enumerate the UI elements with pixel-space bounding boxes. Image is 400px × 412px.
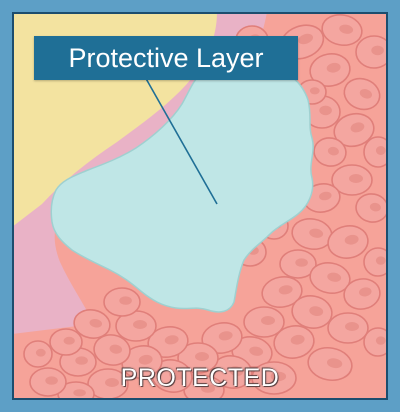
cell-nucleus — [295, 258, 308, 266]
cell-nucleus — [133, 320, 147, 329]
cell-nucleus — [376, 256, 386, 264]
tissue-cell — [364, 248, 388, 276]
cell-nucleus — [345, 322, 359, 331]
tissue-cell — [364, 328, 388, 356]
cell-nucleus — [195, 352, 209, 361]
tissue-cell — [50, 329, 82, 355]
tissue-cell — [356, 36, 388, 68]
cell-nucleus — [376, 336, 386, 344]
cell-nucleus — [261, 316, 275, 325]
cell-nucleus — [376, 146, 386, 155]
tissue-cell — [364, 137, 388, 167]
cell-nucleus — [310, 87, 320, 94]
protective-layer-label: Protective Layer — [34, 36, 298, 80]
cell-nucleus — [64, 337, 75, 345]
cell-nucleus — [36, 349, 46, 357]
status-text: PROTECTED — [12, 364, 388, 393]
tissue-cell — [328, 313, 368, 343]
cell-nucleus — [119, 296, 132, 304]
cell-nucleus — [349, 174, 363, 183]
cell-nucleus — [371, 46, 384, 56]
tissue-cell — [104, 288, 140, 316]
cell-nucleus — [319, 106, 332, 116]
